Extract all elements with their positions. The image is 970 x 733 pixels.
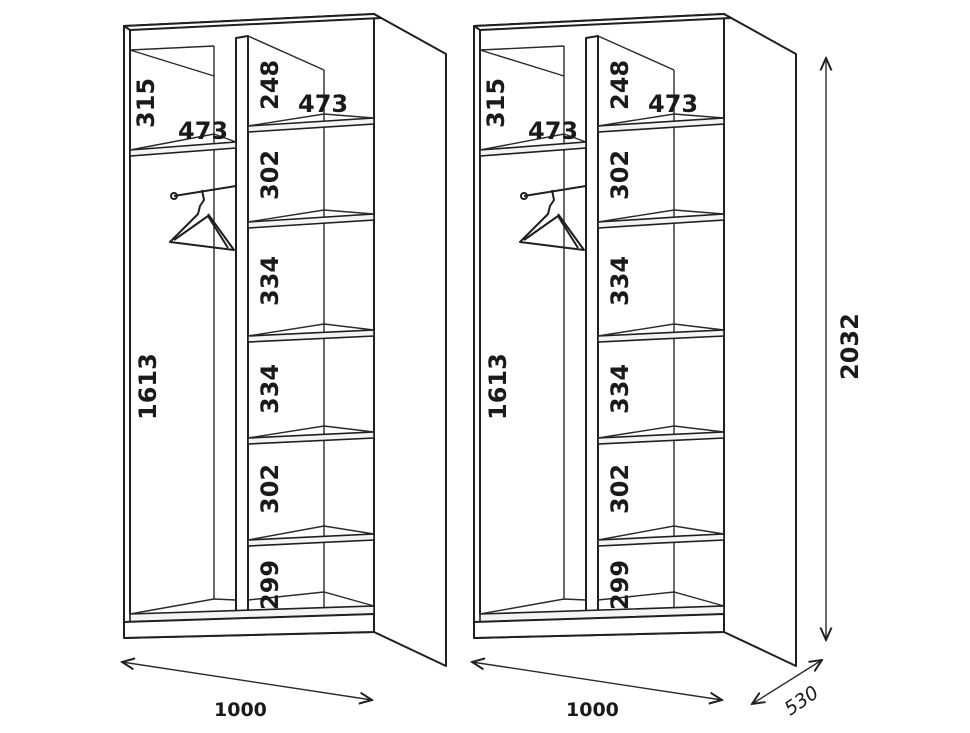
left-dim-shelf-1: 302	[256, 150, 284, 200]
right-dim-total-height: 2032	[836, 313, 864, 380]
right-dim-top-left-height: 315	[482, 78, 510, 128]
left-dim-top-right-depth: 473	[298, 90, 348, 118]
left-dim-top-left-depth: 473	[178, 117, 228, 145]
right-dim-top-left-depth: 473	[528, 117, 578, 145]
left-dim-hanging-height: 1613	[134, 353, 162, 420]
right-dim-hanging-height: 1613	[484, 353, 512, 420]
right-dim-shelf-1: 302	[606, 150, 634, 200]
wardrobe-right	[473, 13, 797, 667]
right-dim-top-right-height: 248	[606, 60, 634, 110]
left-dim-shelf-4: 302	[256, 464, 284, 514]
left-dim-top-right-height: 248	[256, 60, 284, 110]
left-dim-shelf-2: 334	[256, 256, 284, 306]
right-dim-shelf-5: 299	[606, 560, 634, 610]
right-width-dimension-line	[472, 662, 722, 700]
left-width-dimension-line	[122, 662, 372, 700]
right-dim-shelf-3: 334	[606, 364, 634, 414]
left-dim-shelf-3: 334	[256, 364, 284, 414]
right-dim-width: 1000	[566, 699, 619, 721]
right-dim-top-right-depth: 473	[648, 90, 698, 118]
left-dim-width: 1000	[214, 699, 267, 721]
left-dim-shelf-5: 299	[256, 560, 284, 610]
depth-dimension-line	[752, 660, 822, 704]
left-dim-top-left-height: 315	[132, 78, 160, 128]
right-dim-shelf-2: 334	[606, 256, 634, 306]
right-dim-shelf-4: 302	[606, 464, 634, 514]
right-dim-depth: 530	[780, 682, 822, 721]
wardrobe-left	[123, 13, 447, 667]
